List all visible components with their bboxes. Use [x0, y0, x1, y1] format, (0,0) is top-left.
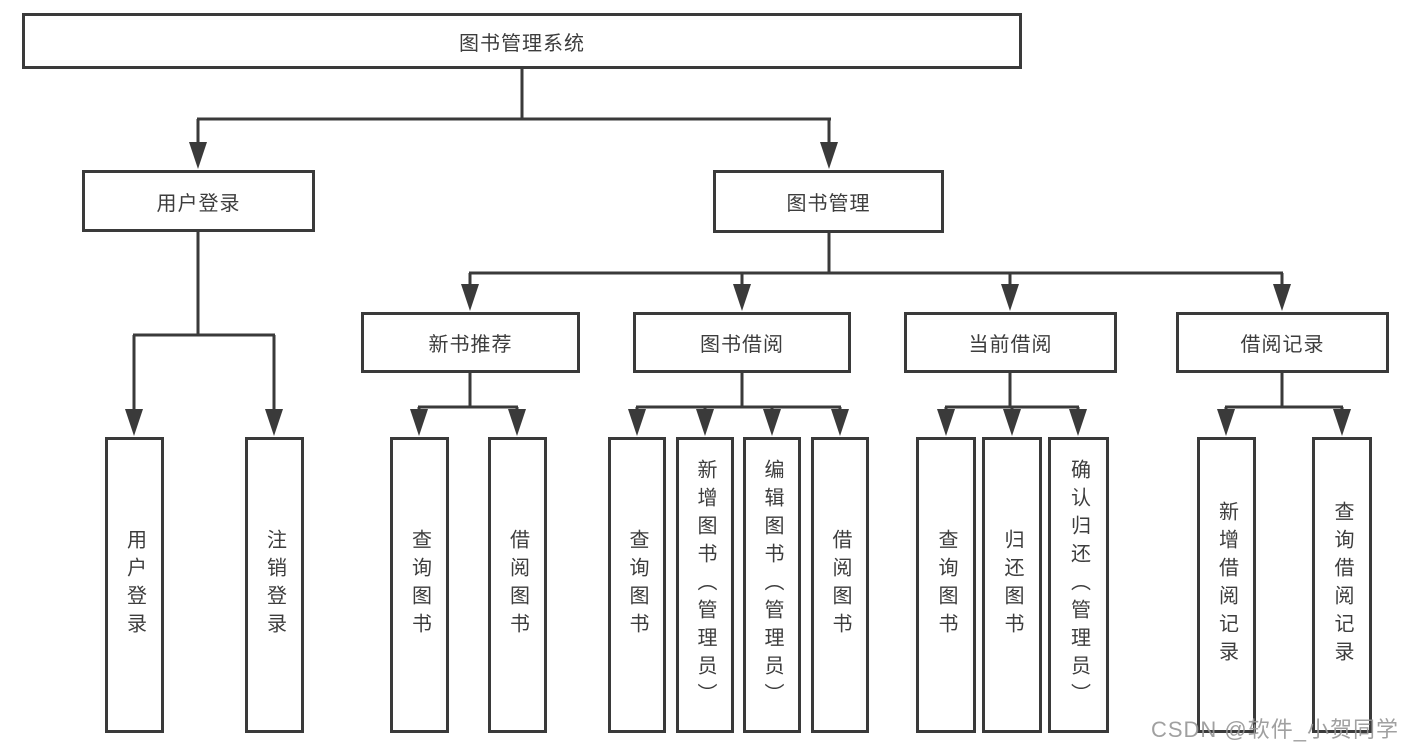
arrowhead-down-icons	[125, 142, 1351, 436]
node-label: 借阅记录	[1240, 334, 1325, 356]
leaf-query-borrowing-record: 查询借阅记录	[1312, 437, 1372, 733]
leaf-query-books-borrowing: 查询图书	[608, 437, 666, 733]
leaf-query-books-current: 查询图书	[916, 437, 976, 733]
node-new-book-recommendation: 新书推荐	[361, 312, 580, 373]
leaf-edit-books-admin: 编辑图书（管理员）	[743, 437, 801, 733]
node-label: 图书管理	[786, 193, 871, 215]
node-label: 归还图书	[1001, 529, 1023, 641]
node-label: 新增图书（管理员）	[694, 459, 716, 711]
node-label: 用户登录	[156, 192, 241, 215]
node-label: 借阅图书	[829, 529, 851, 641]
node-label: 查询图书	[935, 529, 957, 641]
node-borrowing-records: 借阅记录	[1176, 312, 1389, 373]
node-book-management: 图书管理	[713, 170, 944, 233]
node-label: 新书推荐	[428, 334, 513, 356]
leaf-borrow-books: 借阅图书	[811, 437, 869, 733]
node-label: 借阅图书	[506, 529, 529, 641]
leaf-add-borrowing-record: 新增借阅记录	[1197, 437, 1256, 733]
node-label: 查询图书	[408, 529, 431, 641]
node-label: 用户登录	[123, 529, 146, 641]
leaf-user-login: 用户登录	[105, 437, 164, 733]
leaf-confirm-return-admin: 确认归还（管理员）	[1048, 437, 1109, 733]
node-library-management-system: 图书管理系统	[22, 13, 1022, 69]
node-book-borrowing: 图书借阅	[633, 312, 851, 373]
node-label: 编辑图书（管理员）	[761, 459, 783, 711]
node-label: 查询借阅记录	[1331, 501, 1353, 669]
node-user-login: 用户登录	[82, 170, 315, 232]
node-label: 新增借阅记录	[1215, 501, 1238, 669]
node-current-borrowing: 当前借阅	[904, 312, 1117, 373]
node-label: 确认归还（管理员）	[1067, 459, 1090, 711]
leaf-logout: 注销登录	[245, 437, 304, 733]
node-label: 图书借阅	[700, 334, 784, 356]
node-label: 查询图书	[626, 529, 648, 641]
leaf-borrow-books-recommendation: 借阅图书	[488, 437, 547, 733]
leaf-return-books: 归还图书	[982, 437, 1042, 733]
leaf-add-books-admin: 新增图书（管理员）	[676, 437, 734, 733]
node-label: 当前借阅	[968, 334, 1053, 356]
leaf-query-books-recommendation: 查询图书	[390, 437, 449, 733]
node-label: 图书管理系统	[459, 32, 585, 55]
node-label: 注销登录	[263, 529, 286, 641]
